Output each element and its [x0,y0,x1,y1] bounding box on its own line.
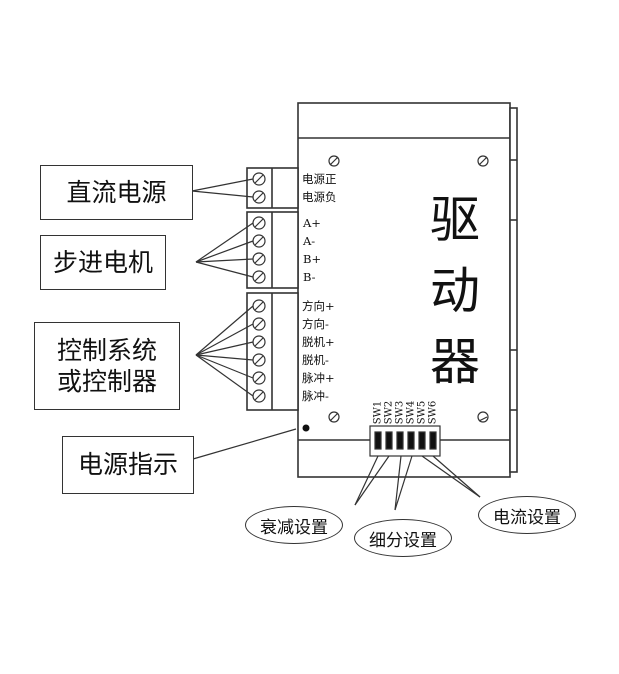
power-indicator-label: 电源指示 [62,436,194,494]
screw-icons [328,155,489,423]
dip-switch-2 [385,431,393,450]
terminal-label-a-minus: A- [303,234,316,248]
stepper-motor-label: 步进电机 [40,235,166,290]
dip-switch-4 [407,431,415,450]
dip-switch-5 [418,431,426,450]
control-line-2: 或控制器 [56,367,157,396]
terminal-label-power-pos: 电源正 [302,172,337,186]
dip-switch-6 [429,431,437,450]
terminal-label-dir-minus: 方向- [302,317,329,331]
terminal-label-b-plus: B+ [303,252,322,266]
microstep-setting-label: 细分设置 [354,519,452,557]
control-system-label: 控制系统 或控制器 [34,322,180,410]
terminal-label-pul-plus: 脉冲+ [302,371,335,385]
terminal-label-ena-plus: 脱机+ [302,335,335,349]
title-char-1: 驱 [430,191,480,249]
switch-label-sw6: SW6 [427,400,439,425]
terminal-label-b-minus: B- [303,270,316,284]
control-line-1: 控制系统 [56,335,157,365]
title-char-2: 动 [430,262,480,320]
switch-label-sw2: SW2 [383,400,395,425]
dip-switch-1 [374,431,382,450]
terminal-screw-icons [252,172,266,403]
terminal-label-pul-minus: 脉冲- [302,389,329,403]
dip-switch-3 [396,431,404,450]
terminal-label-power-neg: 电源负 [302,190,337,204]
current-setting-label: 电流设置 [478,496,576,534]
dip-switch-block[interactable] [369,425,441,457]
title-char-3: 器 [430,333,480,391]
switch-label-sw3: SW3 [394,400,406,425]
power-led-icon [302,424,310,432]
switch-label-sw4: SW4 [405,400,417,425]
terminal-label-dir-plus: 方向+ [302,299,335,313]
dc-power-label: 直流电源 [40,165,193,220]
terminal-label-a-plus: A+ [303,216,321,230]
leader-lines [191,178,481,511]
switch-label-sw1: SW1 [372,400,384,425]
screw-icon [477,411,489,423]
decay-setting-label: 衰减设置 [245,506,343,544]
terminal-label-ena-minus: 脱机- [302,353,329,367]
switch-label-sw5: SW5 [416,400,428,425]
